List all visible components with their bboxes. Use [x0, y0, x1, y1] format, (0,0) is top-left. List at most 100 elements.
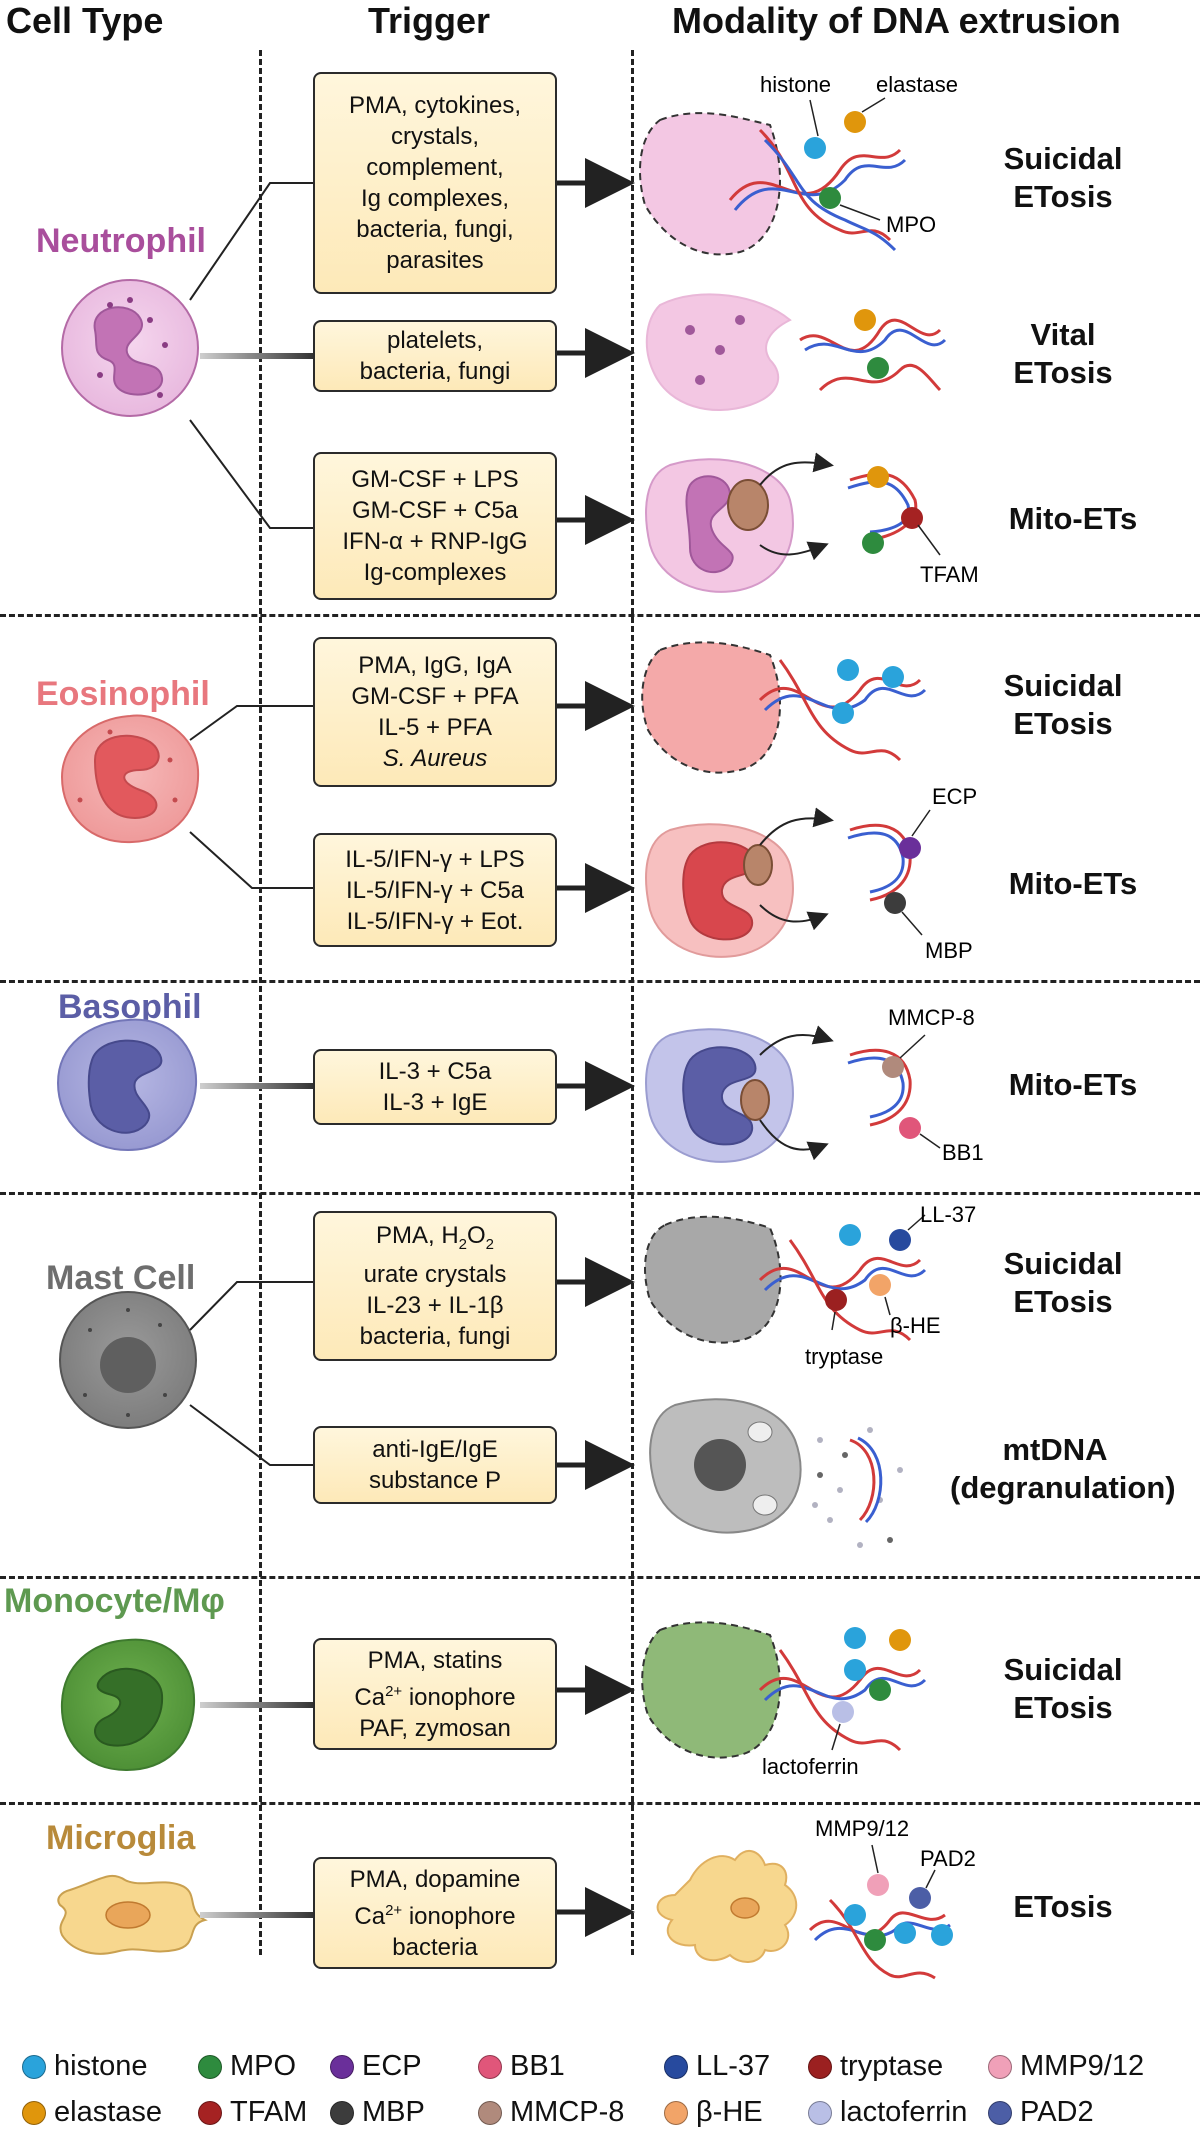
legend-label: tryptase	[840, 2050, 944, 2082]
legend-item-mmcp-8: MMCP-8	[478, 2096, 624, 2129]
mast-suicidal-etosis-illustration: LL-37 β-HE tryptase	[644, 1202, 976, 1369]
legend-item-mpo: MPO	[198, 2050, 296, 2083]
legend-item-lactoferrin: lactoferrin	[808, 2096, 967, 2129]
trigger-box-microglia-etosis: PMA, dopamine Ca2+ ionophore bacteria	[313, 1857, 557, 1969]
legend-swatch-icon	[198, 2100, 222, 2125]
modality-microglia-etosis: ETosis	[1013, 1889, 1113, 1924]
modality-mast-mtdna: mtDNA(degranulation)	[950, 1432, 1176, 1505]
legend-item-bb1: BB1	[478, 2050, 565, 2083]
legend-swatch-icon	[198, 2054, 222, 2079]
trigger-box-neutrophil-vital: platelets, bacteria, fungi	[313, 320, 557, 392]
row-divider-basophil	[0, 1192, 1200, 1195]
trigger-box-neutrophil-mito: GM-CSF + LPS GM-CSF + C5a IFN-α + RNP-Ig…	[313, 452, 557, 600]
label-ll37: LL-37	[920, 1202, 976, 1227]
legend-item--he: β-HE	[664, 2096, 763, 2129]
trigger-box-monocyte-suicidal: PMA, statins Ca2+ ionophore PAF, zymosan	[313, 1638, 557, 1750]
legend-item-ecp: ECP	[330, 2050, 422, 2083]
modality-neutrophil-mito: Mito-ETs	[1008, 501, 1138, 536]
microglia-etosis-illustration: MMP9/12 PAD2	[656, 1816, 976, 1980]
trigger-box-eosinophil-mito: IL-5/IFN-γ + LPS IL-5/IFN-γ + C5a IL-5/I…	[313, 833, 557, 947]
header-cell-type: Cell Type	[6, 0, 164, 41]
row-divider-eosinophil	[0, 980, 1200, 983]
trigger-box-neutrophil-suicidal: PMA, cytokines, crystals, complement, Ig…	[313, 72, 557, 294]
legend-label: MPO	[230, 2050, 297, 2082]
column-divider-left	[259, 50, 262, 1955]
label-mbp: MBP	[925, 938, 973, 963]
basophil-mito-ets-illustration: MMCP-8 BB1	[645, 1005, 984, 1165]
cell-type-microglia: Microglia	[46, 1819, 196, 1857]
legend-swatch-icon	[22, 2054, 46, 2079]
header-trigger: Trigger	[368, 0, 491, 41]
legend-swatch-icon	[478, 2100, 502, 2125]
legend-label: ECP	[362, 2050, 422, 2082]
legend-label: MMP9/12	[1020, 2050, 1145, 2082]
legend-swatch-icon	[330, 2100, 354, 2125]
neutrophil-suicidal-etosis-illustration: histone elastase MPO	[639, 72, 958, 256]
legend-swatch-icon	[664, 2054, 688, 2079]
legend-label: elastase	[54, 2096, 163, 2128]
label-ecp: ECP	[932, 784, 977, 809]
legend-item-histone: histone	[22, 2050, 148, 2083]
label-mpo: MPO	[886, 212, 936, 237]
label-lactoferrin: lactoferrin	[762, 1754, 859, 1779]
legend-label: histone	[54, 2050, 148, 2082]
row-divider-monocyte	[0, 1802, 1200, 1805]
row-divider-neutrophil	[0, 614, 1200, 617]
trigger-box-mast-suicidal: PMA, H2O2 urate crystals IL-23 + IL-1β b…	[313, 1211, 557, 1361]
column-divider-right	[631, 50, 634, 1955]
legend-label: TFAM	[230, 2096, 308, 2128]
label-bhe: β-HE	[890, 1313, 941, 1338]
mast-cell-icon	[59, 1291, 197, 1429]
neutrophil-cell-icon	[61, 279, 199, 417]
label-pad2: PAD2	[920, 1846, 976, 1871]
modality-basophil-mito: Mito-ETs	[1008, 1067, 1138, 1102]
microglia-cell-icon	[57, 1874, 208, 1955]
cell-type-eosinophil: Eosinophil	[36, 675, 210, 713]
cell-type-mast-cell: Mast Cell	[46, 1259, 196, 1297]
label-tryptase: tryptase	[805, 1344, 883, 1369]
legend-item-tfam: TFAM	[198, 2096, 307, 2129]
neutrophil-fade-connector	[200, 353, 313, 359]
legend-swatch-icon	[478, 2054, 502, 2079]
trigger-box-mast-mtdna: anti-IgE/IgE substance P	[313, 1426, 557, 1504]
legend-swatch-icon	[808, 2100, 832, 2125]
neutrophil-vital-etosis-illustration	[645, 293, 947, 412]
neutrophil-connectors	[189, 182, 313, 529]
legend-label: MBP	[362, 2096, 425, 2128]
legend-swatch-icon	[22, 2100, 46, 2125]
legend-item-pad2: PAD2	[988, 2096, 1094, 2129]
trigger-box-eosinophil-suicidal: PMA, IgG, IgA GM-CSF + PFA IL-5 + PFA S.…	[313, 637, 557, 787]
legend-item-mbp: MBP	[330, 2096, 425, 2129]
label-elastase: elastase	[876, 72, 958, 97]
label-mmcp8: MMCP-8	[888, 1005, 975, 1030]
eosinophil-suicidal-etosis-illustration	[641, 641, 927, 774]
legend-swatch-icon	[664, 2100, 688, 2125]
legend-swatch-icon	[988, 2054, 1012, 2079]
legend-label: MMCP-8	[510, 2096, 625, 2128]
legend-swatch-icon	[808, 2054, 832, 2079]
legend-swatch-icon	[988, 2100, 1012, 2125]
legend-label: BB1	[510, 2050, 565, 2082]
eosinophil-mito-ets-illustration: ECP MBP	[645, 784, 977, 963]
modality-eosinophil-mito: Mito-ETs	[1008, 866, 1138, 901]
header-modality: Modality of DNA extrusion	[672, 0, 1121, 41]
cell-type-neutrophil: Neutrophil	[36, 222, 206, 260]
neutrophil-mito-ets-illustration: TFAM	[645, 452, 979, 593]
legend-label: LL-37	[696, 2050, 771, 2082]
monocyte-cell-icon	[60, 1638, 196, 1772]
trigger-box-basophil-mito: IL-3 + C5a IL-3 + IgE	[313, 1049, 557, 1125]
legend-label: lactoferrin	[840, 2096, 968, 2128]
legend-item-ll-37: LL-37	[664, 2050, 770, 2083]
monocyte-suicidal-etosis-illustration: lactoferrin	[641, 1621, 927, 1779]
basophil-cell-icon	[56, 1018, 198, 1152]
label-bb1: BB1	[942, 1140, 984, 1165]
legend-item-elastase: elastase	[22, 2096, 162, 2129]
label-histone: histone	[760, 72, 831, 97]
